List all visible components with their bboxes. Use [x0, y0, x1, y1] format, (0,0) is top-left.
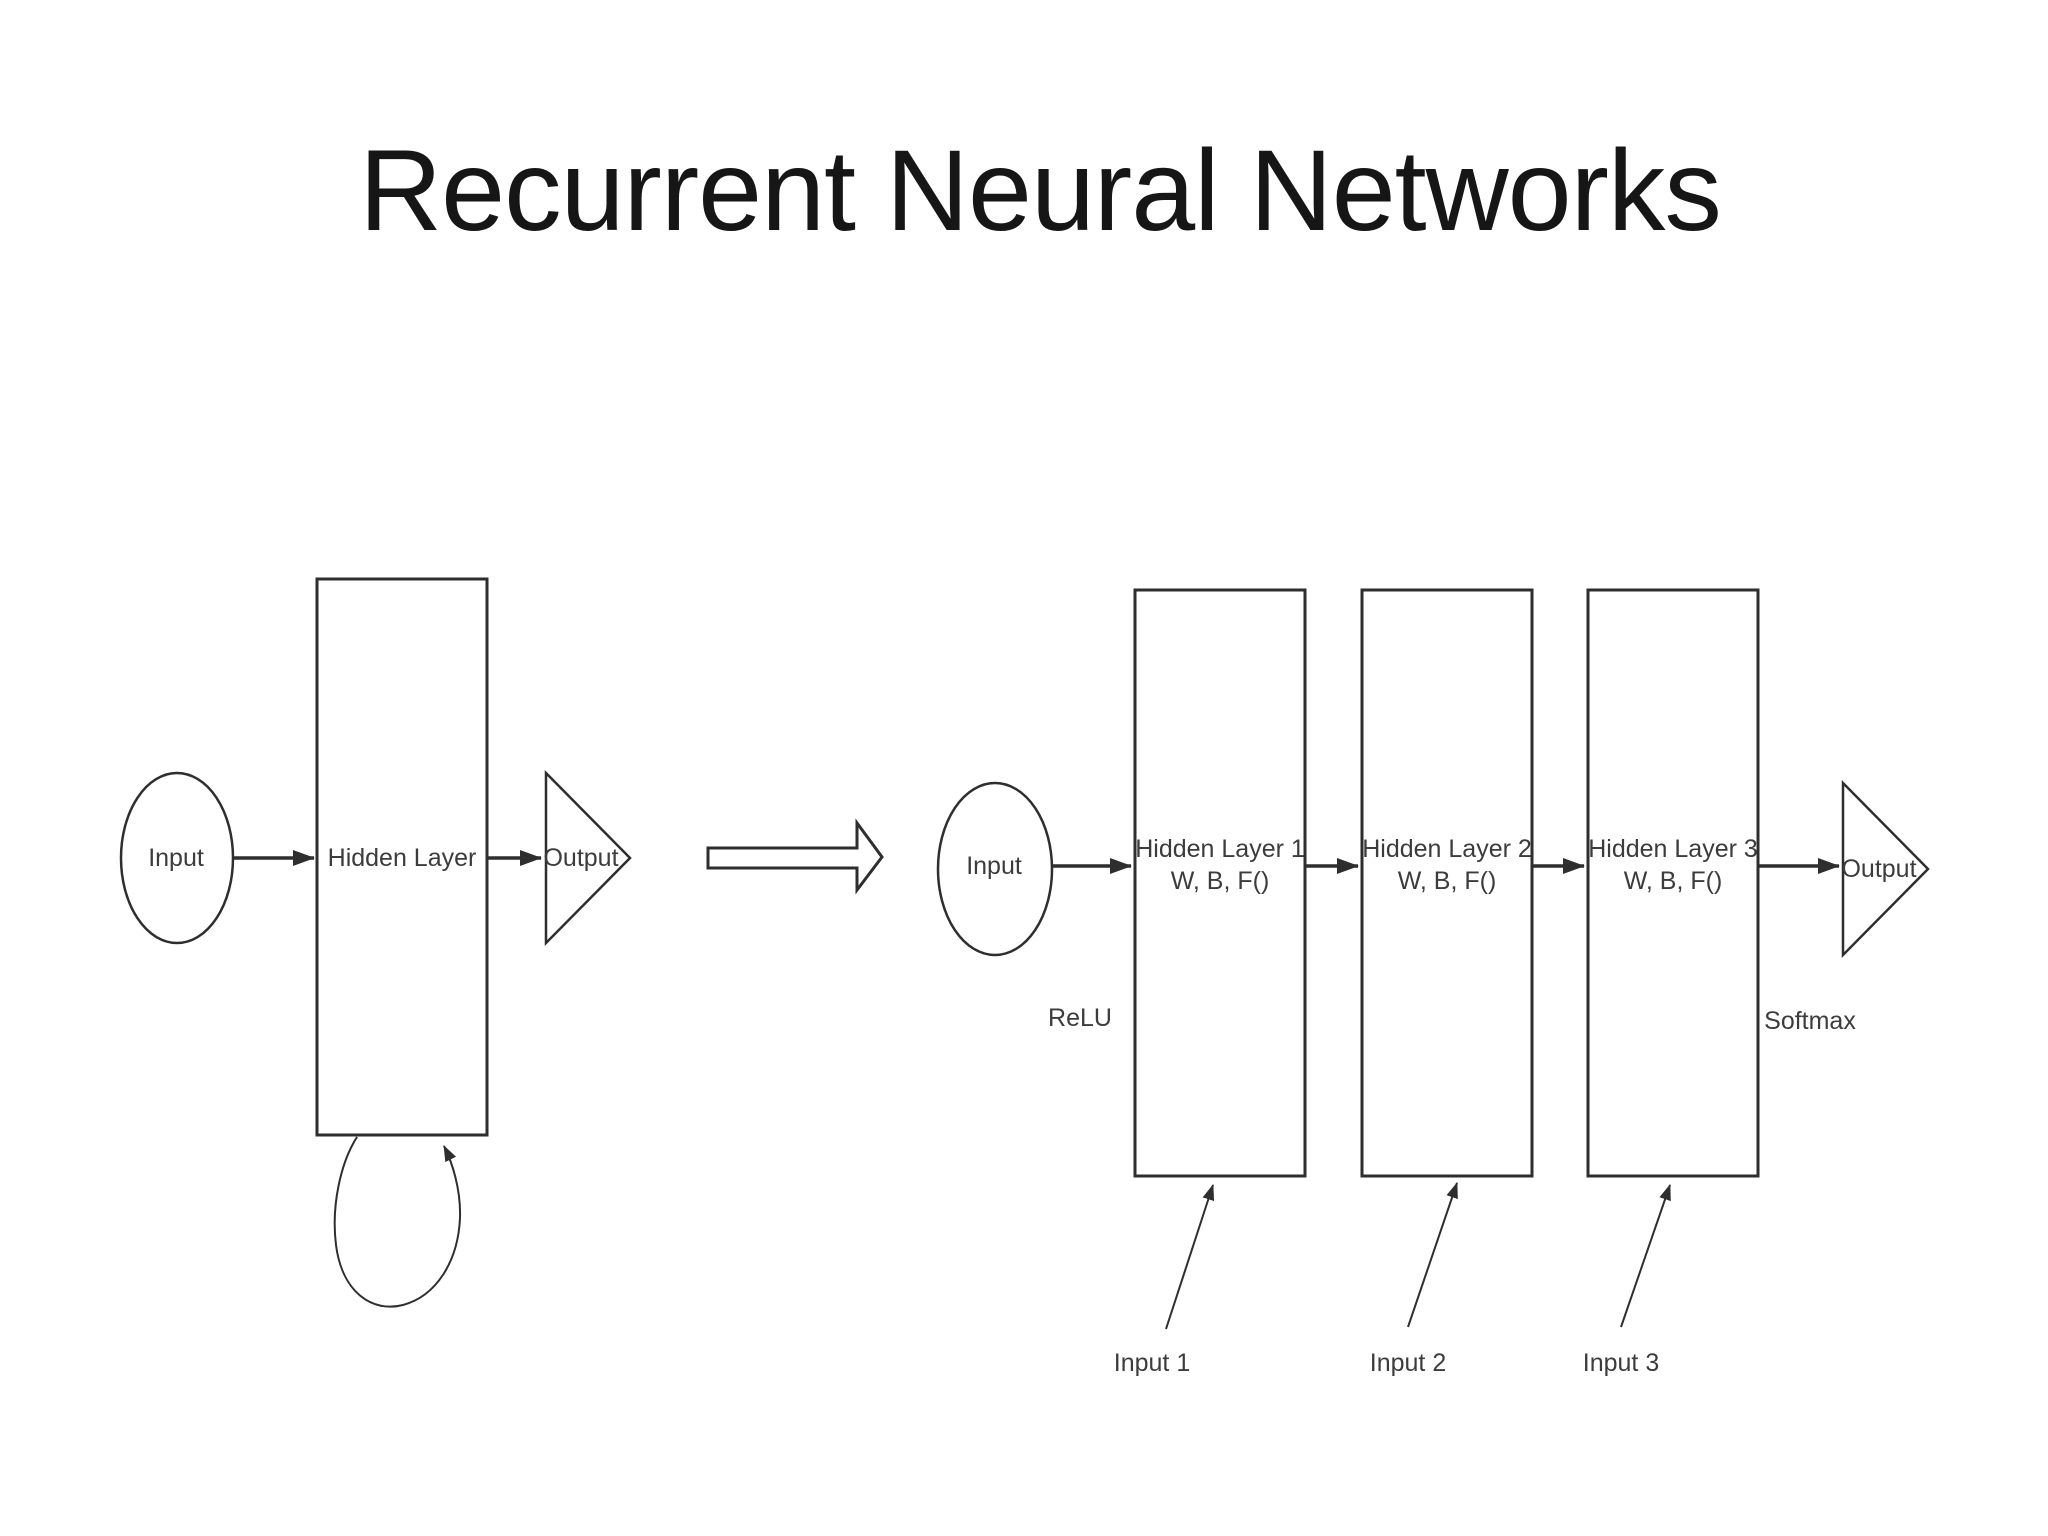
hidden-layer-3-name: Hidden Layer 3 — [1588, 835, 1758, 863]
hidden-layer-2-name: Hidden Layer 2 — [1362, 835, 1532, 863]
left-input-label: Input — [148, 844, 204, 872]
input3-arrow — [1620, 1184, 1671, 1328]
input1-label: Input 1 — [1114, 1349, 1190, 1377]
hidden-layer-3-params: W, B, F() — [1624, 867, 1723, 895]
input2-arrow — [1407, 1182, 1458, 1328]
unfold-arrow-icon — [706, 818, 884, 895]
right-input-label: Input — [966, 852, 1022, 880]
right-output-triangle — [1841, 779, 1930, 959]
hidden-layer-3-box — [1586, 588, 1760, 1178]
input2-label: Input 2 — [1370, 1349, 1446, 1377]
hidden-layer-2-box — [1360, 588, 1534, 1178]
left-output-label: Output — [543, 844, 618, 872]
hidden-layer-2-params: W, B, F() — [1398, 867, 1497, 895]
input1-arrow — [1165, 1184, 1215, 1330]
softmax-label: Softmax — [1764, 1007, 1856, 1035]
left-hidden-layer-label: Hidden Layer — [328, 844, 477, 872]
relu-label: ReLU — [1048, 1004, 1112, 1032]
recurrent-loop-arrow — [333, 1136, 462, 1308]
left-rnn-diagram: Input Hidden Layer Output — [119, 577, 632, 1308]
input3-label: Input 3 — [1583, 1349, 1659, 1377]
hidden-layer-1-name: Hidden Layer 1 — [1135, 835, 1305, 863]
left-output-triangle — [544, 769, 632, 947]
right-output-label: Output — [1841, 855, 1916, 883]
right-input-ellipse — [936, 781, 1054, 957]
slide-title: Recurrent Neural Networks — [359, 127, 1721, 255]
hidden-layer-1-params: W, B, F() — [1171, 867, 1270, 895]
right-unrolled-diagram: Input ReLU Hidden Layer 1 W, B, F() Hidd… — [936, 588, 1930, 1377]
hidden-layer-1-box — [1133, 588, 1307, 1178]
